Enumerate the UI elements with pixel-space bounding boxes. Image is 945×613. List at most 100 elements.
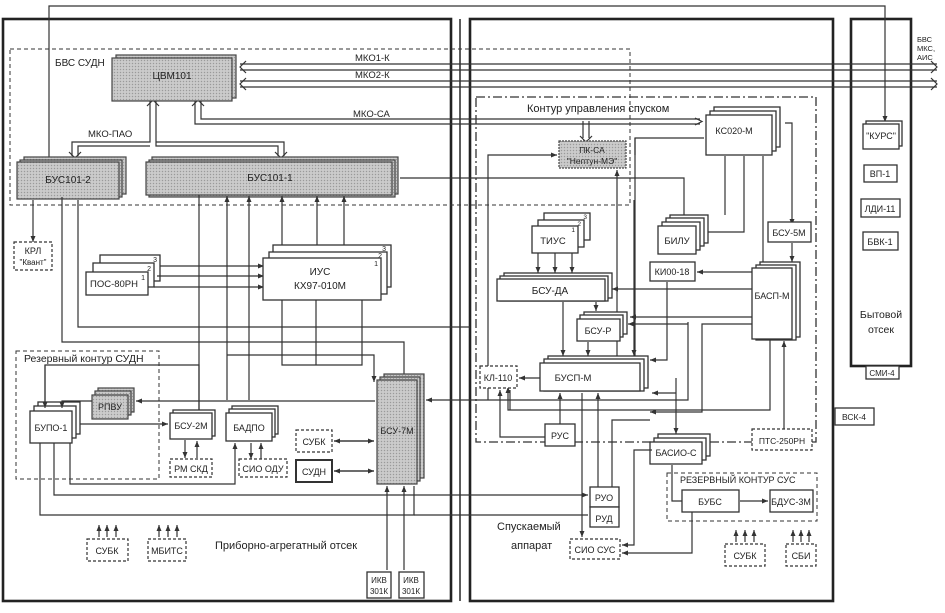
bsu-da-block[interactable]: БСУ-ДА [496,272,613,302]
pk-ca-label: ПК-СА [579,145,605,155]
bsu7m-block[interactable]: БСУ-7М [376,373,425,485]
ikv-1-label: ИКВ [371,576,387,585]
sio-odu-block[interactable]: СИО ОДУ [238,458,288,478]
descent-compartment [468,17,835,603]
mko2-label: МКО2-К [355,70,390,81]
bubs-block[interactable]: БУБС [681,489,740,513]
reserve-sus-label: РЕЗЕРВНЫЙ КОНТУР СУС [680,474,796,485]
busp-m-block[interactable]: БУСП-М [539,355,649,392]
bvk1-block[interactable]: БВК-1 [862,231,899,251]
pk-ca-name: "Нептун-МЭ" [567,156,617,166]
basio-c-label: БАСИО-С [656,448,697,458]
stack-num-1: 1 [141,275,145,282]
ks020m-label: КС020-М [715,126,752,136]
bvk1-label: БВК-1 [867,237,892,247]
bus101-1-block[interactable]: БУС101-1 [145,156,399,198]
rpvu-block[interactable]: РПВУ [91,387,135,420]
cvm101-block[interactable]: ЦВМ101 [108,54,237,102]
rus-block[interactable]: РУС [544,423,576,447]
mko2-bus [239,77,938,91]
bvs-sudn-label: БВС СУДН [55,58,105,69]
cvm101-label: ЦВМ101 [152,71,192,82]
sio-sus-block[interactable]: СИО СУС [569,538,621,560]
bsu-r-label: БСУ-Р [585,326,612,336]
sbi-block[interactable]: СБИ [785,530,817,567]
rud-block[interactable]: РУД [589,506,620,528]
rm-skd-label: РМ СКД [174,464,208,474]
mko-ca-label: МКО-СА [353,109,391,120]
external-label-1: БВС [917,35,933,44]
tius-label: ТИУС [540,236,566,247]
badpo-block[interactable]: БАДПО [225,405,279,442]
stack-num-3: 3 [382,246,386,253]
vsk4-label: ВСК-4 [842,412,866,422]
pos80-label: ПОС-80РН [90,279,138,290]
stack-num-2: 2 [378,253,382,260]
mbits-label: МБИТС [151,546,183,556]
kurs-block[interactable]: "КУРС" [862,120,903,150]
stack-num-3: 3 [153,257,157,264]
smi4-block[interactable]: СМИ-4 [865,365,900,380]
krl-kvant-block[interactable]: КРЛ "Квант" [13,241,53,271]
basp-m-block[interactable]: БАСП-М [751,261,801,341]
subk-bottom-block[interactable]: СУБК [86,525,129,562]
bvs-sudn-zone [9,48,631,206]
pos80-block[interactable]: 3 2 1 ПОС-80РН [85,254,161,296]
stack-num-2: 2 [147,266,151,273]
mbits-block[interactable]: МБИТС [147,525,187,562]
ruo-block[interactable]: РУО [589,486,620,508]
ruo-label: РУО [595,493,613,503]
reserve-sudn-label: Резервный контур СУДН [24,353,144,365]
subk-sa-label: СУБК [733,551,757,561]
ius-model-label: КХ97-010М [294,281,346,292]
vp1-label: ВП-1 [870,169,890,179]
reserve-sus-zone [666,472,818,522]
bsu-r-block[interactable]: БСУ-Р [576,311,628,342]
ius-label: ИУС [310,267,331,278]
sudn-block[interactable]: СУДН [295,459,333,483]
bdus3m-label: БДУС-3М [771,497,811,507]
descent-control-zone [475,96,817,443]
pk-ca-block[interactable]: ПК-СА "Нептун-МЭ" [558,140,627,169]
pts250-block[interactable]: ПТС-250РН [751,428,813,451]
ki0018-block[interactable]: КИ00-18 [649,261,696,282]
bus101-2-label: БУС101-2 [45,175,91,186]
busp-m-label: БУСП-М [555,373,592,384]
ikv-2-model: 301К [402,587,420,596]
kl110-label: КЛ-110 [484,373,513,383]
ius-block[interactable]: 3 2 1 ИУС КХ97-010М [262,244,392,301]
bsu2m-block[interactable]: БСУ-2М [169,409,216,440]
pts250-label: ПТС-250РН [759,436,805,446]
bus101-1-label: БУС101-1 [247,173,293,184]
sbi-label: СБИ [792,551,811,561]
rpvu-label: РПВУ [98,402,122,412]
subk-sa-block[interactable]: СУБК [724,530,766,567]
bilu-block[interactable]: БИЛУ [657,214,709,255]
ikv-1-block[interactable]: ИКВ 301К [366,571,392,599]
subk-pao-block[interactable]: СУБК [295,429,333,453]
vp1-block[interactable]: ВП-1 [863,164,898,183]
bupo1-label: БУПО-1 [35,423,68,433]
mko1-label: МКО1-К [355,53,390,64]
ikv-2-label: ИКВ [403,576,419,585]
habitation-label-1: Бытовой [860,309,902,321]
habitation-label-2: отсек [868,324,894,336]
bus101-2-block[interactable]: БУС101-2 [16,156,127,200]
vsk4-block[interactable]: ВСК-4 [834,407,875,426]
external-label-2: МКС, [917,44,935,53]
stack-num-2: 2 [577,221,581,228]
bubs-label: БУБС [698,497,722,507]
bsu5m-block[interactable]: БСУ-5М [767,221,812,243]
ikv-2-block[interactable]: ИКВ 301К [398,571,425,599]
basio-c-block[interactable]: БАСИО-С [649,433,711,465]
tius-block[interactable]: 3 2 1 ТИУС [531,212,591,254]
ks020m-block[interactable]: КС020-М [705,106,781,156]
kl110-block[interactable]: КЛ-110 [479,365,518,389]
bdus3m-block[interactable]: БДУС-3М [769,489,814,513]
rm-skd-block[interactable]: РМ СКД [169,458,213,478]
mko1-bus [239,60,938,74]
ldi11-block[interactable]: ЛДИ-11 [860,198,901,218]
sudn-label: СУДН [302,467,326,477]
bupo1-block[interactable]: БУПО-1 [29,401,81,444]
